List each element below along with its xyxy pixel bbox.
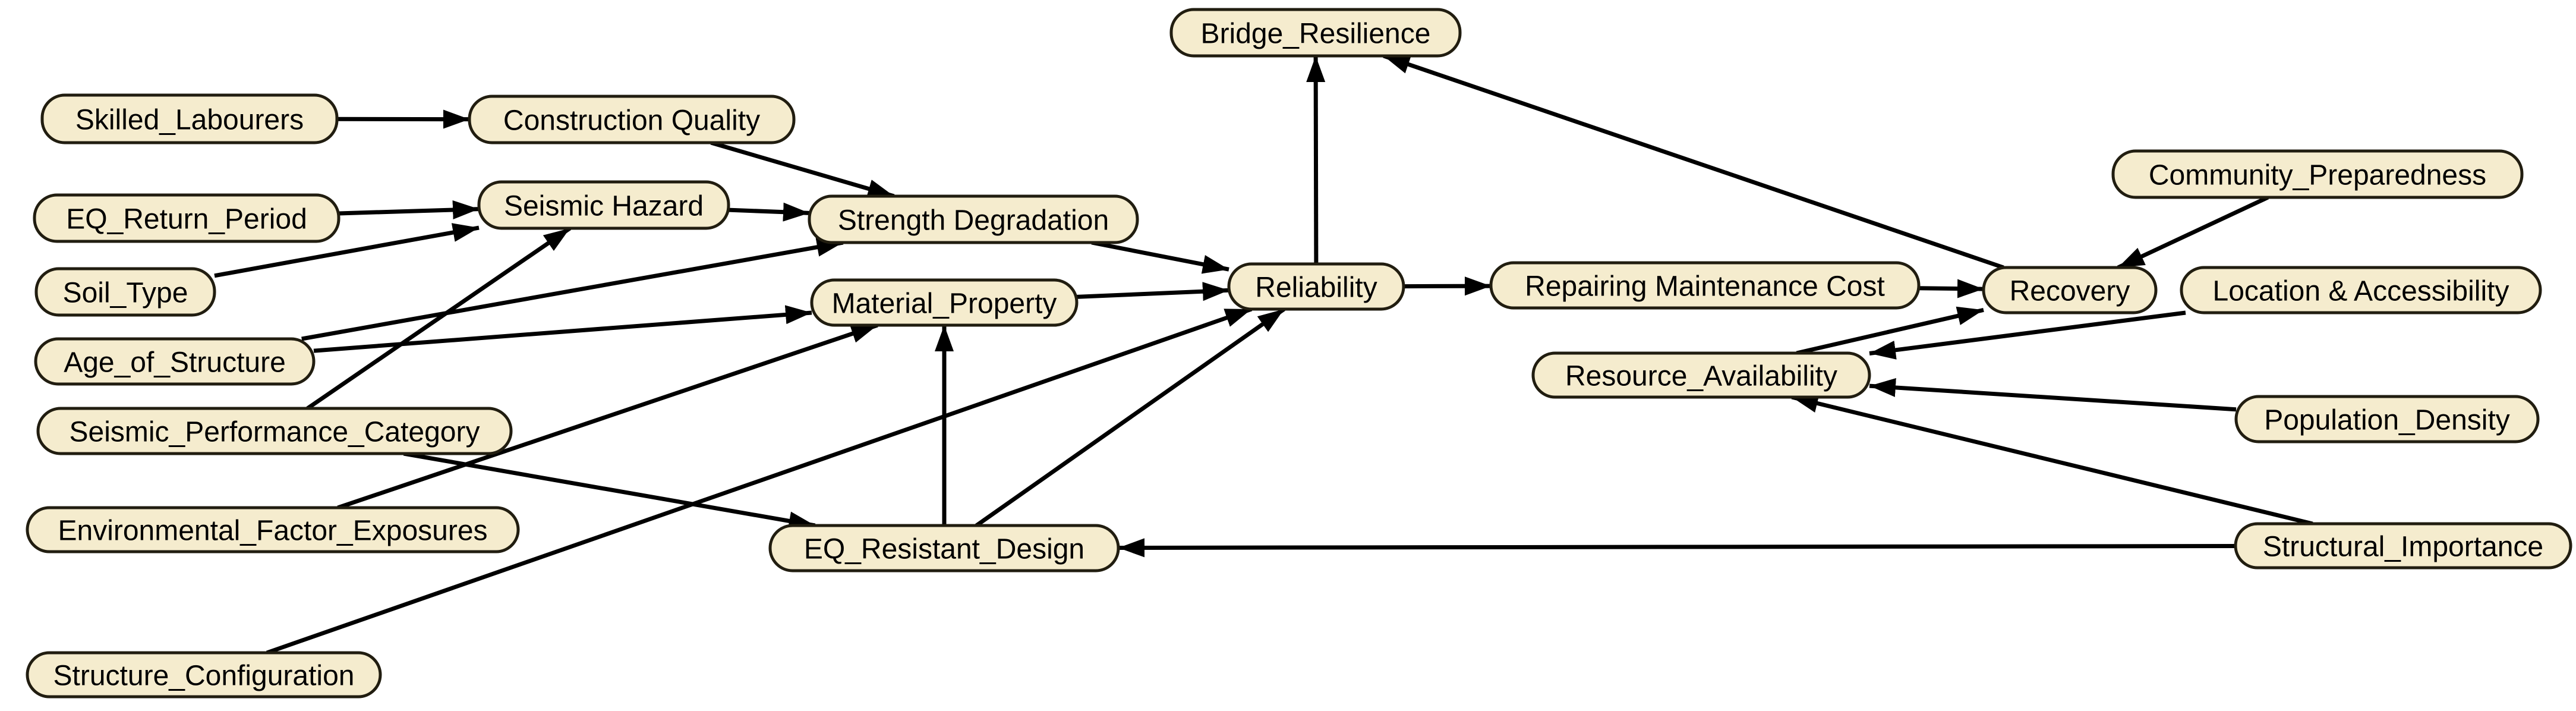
repairing_maintenance_cost-box [1489, 261, 1921, 310]
edge-soil_type-to-seismic_hazard [214, 223, 480, 278]
node-soil_type: Soil_Type [34, 267, 216, 317]
resource_availability-label: Resource_Availability [1565, 361, 1837, 392]
location_accessibility-label: Location & Accessibility [2213, 276, 2509, 307]
recovery-label: Recovery [2010, 276, 2130, 307]
node-location_accessibility: Location & Accessibility [2180, 266, 2542, 314]
bridge_resilience-label: Bridge_Resilience [1201, 18, 1431, 50]
node-population_density: Population_Density [2234, 395, 2540, 443]
node-repairing_maintenance_cost: Repairing Maintenance Cost [1489, 261, 1921, 310]
soil_type-label: Soil_Type [63, 278, 188, 309]
node-reliability: Reliability [1227, 262, 1405, 311]
age_of_structure-label: Age_of_Structure [64, 347, 286, 379]
construction_quality-box [468, 95, 796, 144]
node-structural_importance: Structural_Importance [2234, 522, 2572, 570]
skilled_labourers-box [40, 93, 339, 144]
node-seismic_performance_category: Seismic_Performance_Category [36, 407, 513, 455]
community_preparedness-box [2111, 149, 2524, 199]
node-community_preparedness: Community_Preparedness [2111, 149, 2524, 199]
soil_type-box [34, 267, 216, 317]
repairing_maintenance_cost-label: Repairing Maintenance Cost [1525, 271, 1885, 303]
environmental_factor_exposures-box [26, 506, 520, 553]
seismic_performance_category-label: Seismic_Performance_Category [70, 417, 480, 448]
node-age_of_structure: Age_of_Structure [34, 337, 316, 386]
edge-population_density-to-resource_availability [1869, 377, 2237, 412]
edge-environmental_factor_exposures-to-material_property [337, 323, 878, 510]
reliability-label: Reliability [1255, 272, 1377, 304]
strength_degradation-label: Strength Degradation [838, 205, 1109, 237]
edge-eq_resistant_design-to-reliability [975, 307, 1285, 527]
population_density-box [2234, 395, 2540, 443]
material_property-box [810, 278, 1079, 327]
skilled_labourers-label: Skilled_Labourers [75, 105, 304, 136]
eq_resistant_design-box [768, 524, 1120, 572]
node-structure_configuration: Structure_Configuration [26, 651, 382, 699]
node-resource_availability: Resource_Availability [1531, 351, 1871, 399]
eq_resistant_design-label: EQ_Resistant_Design [804, 534, 1084, 565]
node-strength_degradation: Strength Degradation [808, 194, 1139, 244]
edge-reliability-to-repairing_maintenance_cost [1403, 276, 1492, 296]
node-environmental_factor_exposures: Environmental_Factor_Exposures [26, 506, 520, 553]
bridge_resilience-box [1169, 8, 1462, 58]
edge-structural_importance-to-resource_availability [1791, 394, 2313, 526]
edge-seismic_hazard-to-strength_degradation [728, 202, 810, 222]
node-recovery: Recovery [1982, 266, 2158, 314]
edge-seismic_performance_category-to-eq_resistant_design [403, 451, 816, 531]
eq_return_period-label: EQ_Return_Period [66, 204, 307, 235]
reliability-box [1227, 262, 1405, 311]
structure_configuration-label: Structure_Configuration [53, 660, 355, 692]
edge-structure_configuration-to-reliability [266, 307, 1253, 655]
node-material_property: Material_Property [810, 278, 1079, 327]
structural_importance-label: Structural_Importance [2263, 531, 2543, 563]
eq_return_period-box [33, 193, 340, 243]
edge-strength_degradation-to-reliability [1091, 240, 1229, 274]
material_property-label: Material_Property [832, 288, 1057, 320]
node-skilled_labourers: Skilled_Labourers [40, 93, 339, 144]
environmental_factor_exposures-label: Environmental_Factor_Exposures [58, 515, 487, 547]
node-eq_resistant_design: EQ_Resistant_Design [768, 524, 1120, 572]
structural_importance-box [2234, 522, 2572, 570]
community_preparedness-label: Community_Preparedness [2149, 160, 2486, 191]
seismic_hazard-label: Seismic Hazard [504, 191, 704, 222]
edge-age_of_structure-to-strength_degradation [301, 237, 844, 341]
node-bridge_resilience: Bridge_Resilience [1169, 8, 1462, 58]
age_of_structure-box [34, 337, 316, 386]
edge-resource_availability-to-recovery [1796, 306, 1984, 356]
population_density-label: Population_Density [2264, 405, 2510, 436]
edge-community_preparedness-to-recovery [2117, 195, 2269, 270]
edge-recovery-to-bridge_resilience [1383, 54, 2004, 270]
edge-repairing_maintenance_cost-to-recovery [1918, 279, 1984, 298]
edge-construction_quality-to-strength_degradation [710, 140, 895, 199]
seismic_performance_category-box [36, 407, 513, 455]
edge-seismic_performance_category-to-seismic_hazard [306, 226, 572, 410]
resource_availability-box [1531, 351, 1871, 399]
node-seismic_hazard: Seismic Hazard [477, 180, 730, 230]
recovery-box [1982, 266, 2158, 314]
edge-material_property-to-reliability [1076, 282, 1229, 301]
edge-structural_importance-to-eq_resistant_design [1118, 538, 2236, 558]
edges-layer [214, 54, 2313, 655]
edge-eq_return_period-to-seismic_hazard [338, 200, 480, 219]
construction_quality-label: Construction Quality [503, 105, 760, 137]
node-eq_return_period: EQ_Return_Period [33, 193, 340, 243]
edge-location_accessibility-to-resource_availability [1869, 310, 2186, 360]
node-construction_quality: Construction Quality [468, 95, 796, 144]
structure_configuration-box [26, 651, 382, 699]
edge-age_of_structure-to-material_property [313, 305, 812, 353]
strength_degradation-box [808, 194, 1139, 244]
seismic_hazard-box [477, 180, 730, 230]
location_accessibility-box [2180, 266, 2542, 314]
